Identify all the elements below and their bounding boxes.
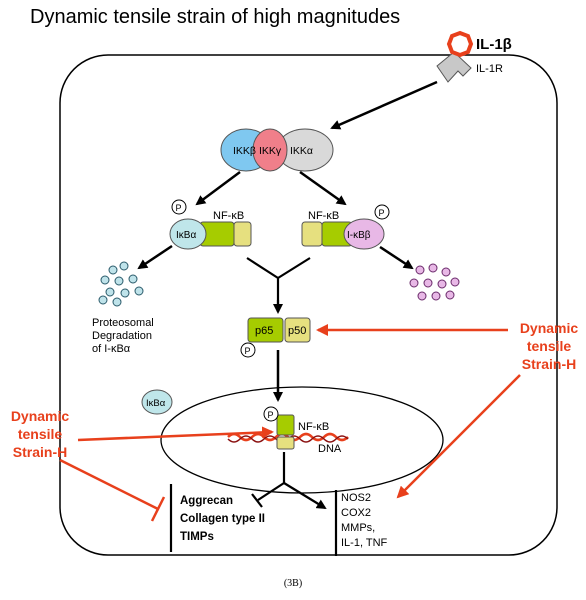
p65 [247,317,284,343]
anabolic-targets: Aggrecan Collagen type II TIMPs [180,495,265,543]
transcription-branch [257,452,286,501]
arrow-receptor-to-ikk [330,80,438,130]
right-phospho [374,204,390,220]
nuclear-nfkb-label: NF-κB [298,421,329,433]
ikk-beta-label: IKKβ [233,145,256,157]
degradation-text: Proteosomal Degradation of I-κBα [92,317,154,355]
arrow-ikk-to-right-complex [299,170,347,206]
anabolic-target-2: Collagen type II [180,513,265,525]
catabolic-target-2: COX2 [341,507,371,519]
strain-right-line3: Strain-H [522,356,576,372]
figure-caption: (3B) [283,578,303,589]
p50 [284,317,311,343]
arrow-left-to-degradation [137,244,173,270]
left-phospho-label: P [176,203,182,213]
receptor-shape [436,51,472,83]
ligand-label: IL-1β [476,36,512,53]
ikk-gamma [252,128,288,172]
nuclear-nfkb: P NF-κB DNA [263,406,342,455]
catabolic-target-1: NOS2 [341,492,371,504]
dna-label: DNA [318,443,342,455]
catabolic-targets: NOS2 COX2 MMPs, IL-1, TNF [341,492,388,549]
nuclear-phospho-label: P [268,410,274,420]
ikk-gamma-label: IKKγ [259,145,282,157]
free-ikba-label: IκBα [146,398,166,409]
p65-label: p65 [255,325,273,337]
right-ikbb-label: I-κBβ [347,230,371,241]
left-nfkb-label: NF-κB [213,210,244,222]
strain-label-left: Dynamic tensile Strain-H [11,408,70,460]
right-nfkb-yellow [301,221,323,247]
anabolic-target-1: Aggrecan [180,495,233,507]
right-ikbb [343,218,385,250]
strain-arrow-to-catabolic [396,374,521,499]
figure-title: Dynamic tensile strain of high magnitude… [30,6,401,28]
nuclear-nfkb-yellow [276,436,295,450]
left-phospho [171,199,187,215]
catabolic-target-3: MMPs, [341,522,375,534]
right-fragments [409,263,460,301]
strain-left-line1: Dynamic [11,408,70,424]
strain-arrow-to-nuclear-nfkb [77,426,274,442]
repress-bar [251,493,263,508]
strain-inhibit-anabolic [59,458,159,511]
strain-label-right: Dynamic tensile Strain-H [520,320,579,372]
left-ikba-complex: IκBα P NF-κB [169,199,252,250]
degradation-line1: Proteosomal [92,317,154,329]
strain-right-line1: Dynamic [520,320,579,336]
p65-p50-dimer: p65 p50 P [240,317,311,358]
nuclear-phospho [263,406,279,422]
merge-connector [246,257,311,306]
strain-right-line2: tensile [527,338,572,354]
left-fragments [98,261,144,307]
dimer-phospho-label: P [245,346,251,356]
degradation-line2: Degradation [92,330,152,342]
degradation-line3: of I-κBα [92,343,131,355]
ikk-alpha-label: IKKα [290,145,313,157]
catabolic-target-4: IL-1, TNF [341,537,388,549]
cell-membrane [59,54,558,556]
nuclear-nfkb-green [276,414,295,436]
ikk-complex: IKKβ IKKγ IKKα [220,128,334,172]
arrow-right-to-degradation [379,245,414,270]
left-nfkb-yellow [233,221,252,247]
left-ikba [169,218,207,250]
strain-left-line3: Strain-H [13,444,67,460]
right-phospho-label: P [379,208,385,218]
dimer-phospho [240,342,256,358]
ligand-octagon [446,30,474,58]
right-ikbb-complex: I-κBβ P NF-κB [301,204,390,250]
anabolic-target-3: TIMPs [180,531,214,543]
il1-receptor: IL-1β IL-1R [436,30,512,83]
p50-label: p50 [288,325,306,337]
free-ikba [141,389,173,415]
right-nfkb-label: NF-κB [308,210,339,222]
strain-left-line2: tensile [18,426,63,442]
arrow-to-catabolic [283,482,327,510]
arrow-ikk-to-left-complex [195,170,241,206]
receptor-label: IL-1R [476,63,503,75]
strain-inhibit-bar [150,496,166,522]
left-ikba-label: IκBα [176,230,196,241]
